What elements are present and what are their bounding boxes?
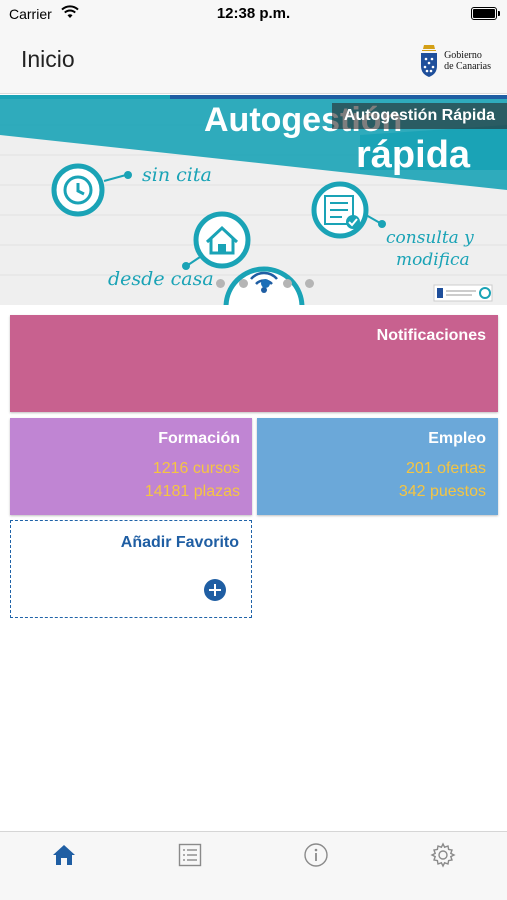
carousel-dot-1[interactable] <box>216 279 225 288</box>
tab-list[interactable] <box>160 842 220 892</box>
plus-icon[interactable] <box>204 579 226 601</box>
banner-carousel[interactable]: Autogestión rápida sin cita desde casa c… <box>0 95 507 305</box>
house-icon <box>193 211 251 269</box>
clock: 12:38 p.m. <box>216 5 291 22</box>
list-icon <box>178 843 202 867</box>
banner-overlay-title: Autogestión Rápida <box>331 103 507 129</box>
formacion-places: 14181 plazas <box>144 483 240 500</box>
formacion-title: Formación <box>158 430 240 447</box>
logo-text-line1: Gobierno <box>444 50 482 61</box>
battery-icon <box>471 7 500 20</box>
info-icon <box>304 843 328 867</box>
carousel-dot-4[interactable] <box>283 279 292 288</box>
coat-of-arms-icon <box>421 45 438 77</box>
logo-text-line2: de Canarias <box>444 61 491 72</box>
empleo-positions: 342 puestos <box>398 483 486 500</box>
banner-label-desde-casa: desde casa <box>108 268 214 290</box>
carousel-dot-3[interactable] <box>261 279 270 288</box>
status-bar: Carrier 12:38 p.m. <box>0 0 507 28</box>
empleo-offers: 201 ofertas <box>405 460 486 477</box>
banner-artwork: Autogestión rápida sin cita desde casa c… <box>0 95 507 305</box>
navigation-bar: Inicio Gobierno de Canarias <box>0 28 507 94</box>
carrier-label: Carrier <box>9 6 52 22</box>
page-title: Inicio <box>21 46 75 72</box>
sponsor-logo <box>433 284 493 302</box>
tab-settings[interactable] <box>413 842 473 892</box>
tab-info[interactable] <box>286 842 346 892</box>
settings-icon <box>430 842 456 868</box>
banner-label-modifica: modifica <box>396 250 470 270</box>
banner-label-sin-cita: sin cita <box>142 164 212 186</box>
empleo-card[interactable]: Empleo 201 ofertas 342 puestos <box>257 418 498 515</box>
carousel-dot-2[interactable] <box>239 279 248 288</box>
add-favorite-title: Añadir Favorito <box>120 534 239 551</box>
formacion-courses: 1216 cursos <box>152 460 240 477</box>
wifi-icon <box>61 5 79 18</box>
gobierno-canarias-logo: Gobierno de Canarias <box>418 44 491 78</box>
formacion-card[interactable]: Formación 1216 cursos 14181 plazas <box>10 418 252 515</box>
notifications-title: Notificaciones <box>376 327 486 344</box>
banner-art-title-2: rápida <box>356 134 471 176</box>
tab-home[interactable] <box>34 842 94 892</box>
carousel-dot-5[interactable] <box>305 279 314 288</box>
home-icon <box>53 845 75 865</box>
add-favorite-card[interactable]: Añadir Favorito <box>10 520 252 618</box>
banner-label-consulta: consulta y <box>386 228 474 248</box>
notifications-card[interactable]: Notificaciones <box>10 315 498 412</box>
tab-bar <box>0 831 507 900</box>
empleo-title: Empleo <box>428 430 486 447</box>
